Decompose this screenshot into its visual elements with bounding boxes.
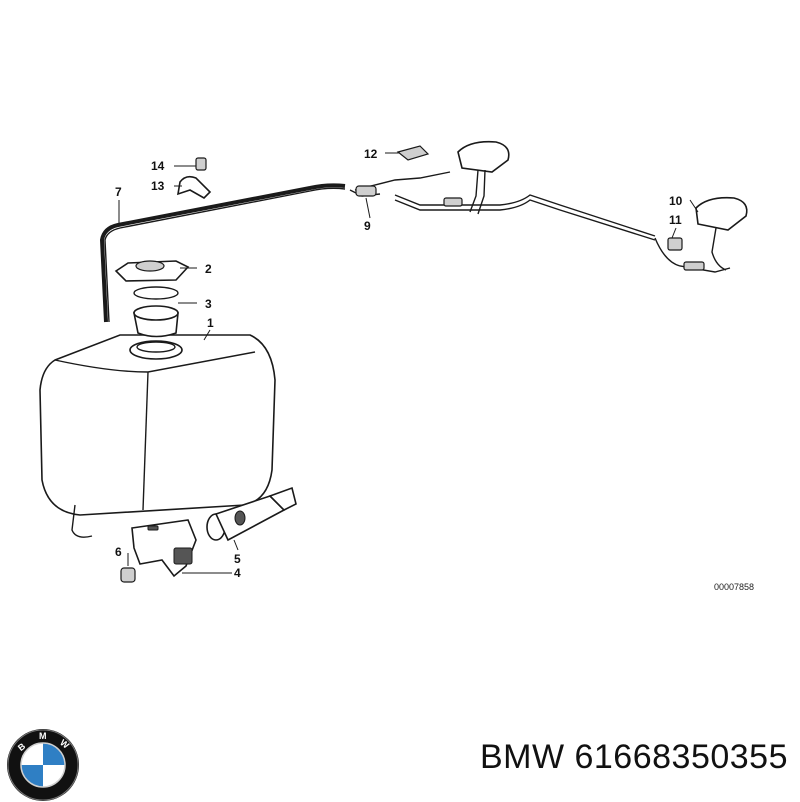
screw: [120, 567, 136, 583]
callout-1: 1: [207, 316, 214, 330]
vent-hose: [99, 183, 346, 323]
pump-holder: [131, 519, 197, 578]
t-connector: [355, 185, 377, 197]
callout-numbers: 1 2 3 4 5 6 7 9 10 11 12 13 14: [115, 147, 683, 580]
leader-lines: [118, 152, 699, 574]
washer-pump: [206, 486, 297, 542]
washer-jet-left: [443, 140, 510, 215]
mounting-bracket: [396, 145, 430, 161]
svg-text:M: M: [39, 731, 47, 741]
washer-hose: [349, 171, 731, 273]
washer-jet-right: [667, 196, 748, 271]
callout-5: 5: [234, 552, 241, 566]
callout-9: 9: [364, 219, 371, 233]
callout-6: 6: [115, 545, 122, 559]
svg-text:B: B: [16, 741, 28, 753]
callout-4: 4: [234, 566, 241, 580]
drawing-code: 00007858: [714, 582, 754, 592]
part-caption: BMW 61668350355: [480, 738, 788, 777]
bmw-logo: B M W: [7, 729, 79, 801]
filler-neck: [133, 286, 179, 338]
callout-11: 11: [669, 213, 682, 227]
callout-14: 14: [151, 159, 165, 173]
callout-13: 13: [151, 179, 165, 193]
callout-2: 2: [205, 262, 212, 276]
callout-12: 12: [364, 147, 378, 161]
brand-name: BMW: [479, 738, 565, 776]
reservoir-cap: [114, 260, 190, 282]
callout-10: 10: [669, 194, 683, 208]
callout-3: 3: [205, 297, 212, 311]
callout-7: 7: [115, 185, 122, 199]
part-number: 61668350355: [574, 738, 788, 776]
hose-clip: [176, 157, 212, 199]
